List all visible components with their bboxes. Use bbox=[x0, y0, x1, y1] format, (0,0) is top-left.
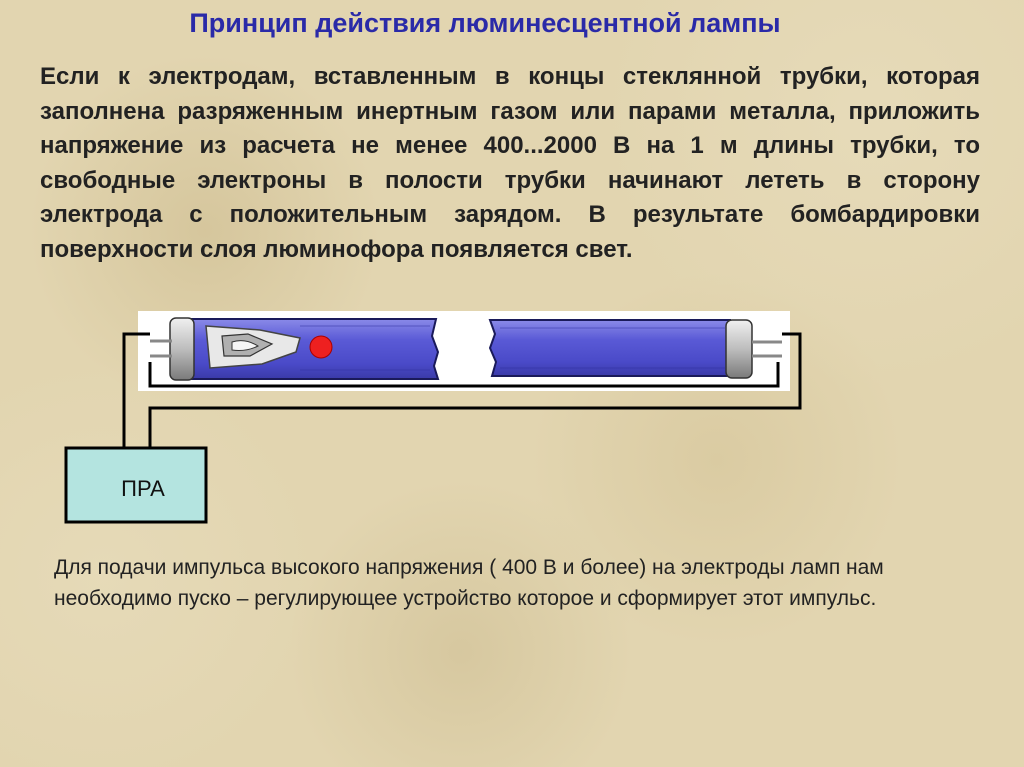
ballast-label: ПРА bbox=[121, 476, 165, 501]
phosphor-texture bbox=[300, 325, 725, 371]
circuit-wires bbox=[122, 332, 802, 448]
right-end-cap bbox=[725, 319, 753, 379]
electron-dot bbox=[309, 335, 333, 359]
left-end-cap bbox=[169, 317, 195, 381]
description-paragraph: Если к электродам, вставленным в концы с… bbox=[40, 63, 980, 263]
page-title: Принцип действия люминесцентной лампы bbox=[189, 8, 781, 38]
ballast-box bbox=[64, 446, 208, 524]
note-paragraph: Для подачи импульса высокого напряжения … bbox=[54, 556, 884, 610]
left-electrode bbox=[205, 325, 301, 369]
